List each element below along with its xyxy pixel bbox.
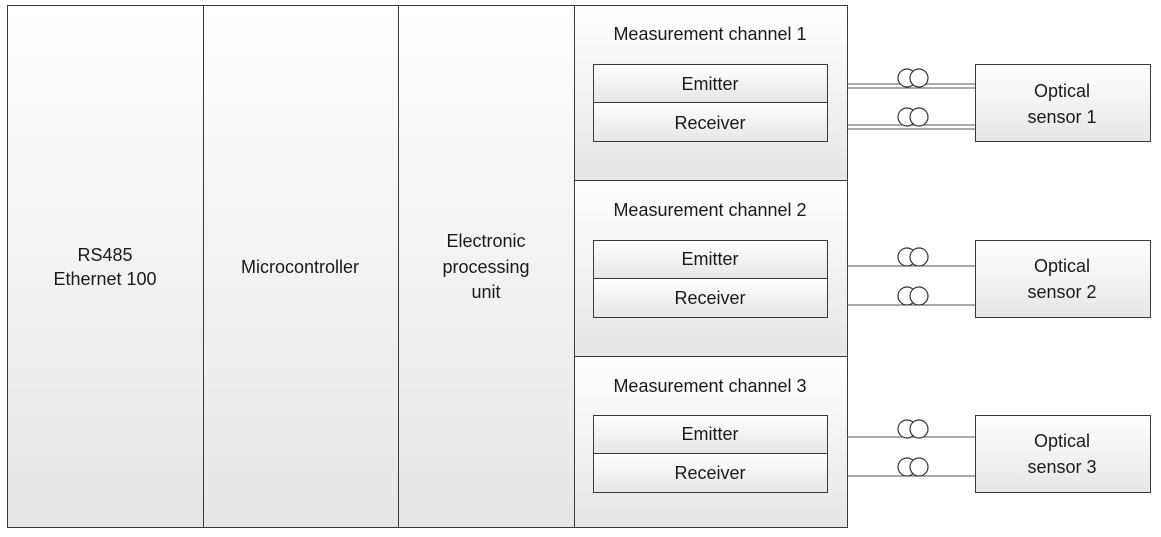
processing-label-line2: processing <box>442 257 529 277</box>
interface-label-line2: Ethernet 100 <box>53 269 156 289</box>
optical-sensor-3: Optical sensor 3 <box>975 415 1151 493</box>
sensor-3-label-line1: Optical <box>1034 431 1090 451</box>
microcontroller-block: Microcontroller <box>203 5 399 528</box>
channel-2-receiver-box <box>593 278 828 318</box>
channel-1-receiver-label: Receiver <box>674 113 745 133</box>
interface-block: RS485 Ethernet 100 <box>7 5 204 528</box>
optical-sensor-2: Optical sensor 2 <box>975 240 1151 318</box>
fiber-coil-icon <box>909 247 929 267</box>
channel-3-title: Measurement channel 3 <box>613 376 806 396</box>
microcontroller-label: Microcontroller <box>241 257 359 277</box>
fiber-coil-icon <box>909 457 929 477</box>
measurement-channel-3: Measurement channel 3 Emitter Receiver <box>574 356 848 528</box>
optical-sensor-1: Optical sensor 1 <box>975 64 1151 142</box>
fiber-coil-icon <box>909 419 929 439</box>
channel-1-title: Measurement channel 1 <box>613 24 806 44</box>
channel-1-emitter-box <box>593 64 828 103</box>
measurement-channel-2: Measurement channel 2 Emitter Receiver <box>574 180 848 357</box>
processing-label-line3: unit <box>471 282 500 302</box>
channel-3-receiver-box <box>593 453 828 493</box>
fiber-links-1 <box>847 68 975 130</box>
processing-unit-block: Electronic processing unit <box>398 5 575 528</box>
channel-2-receiver-label: Receiver <box>674 288 745 308</box>
sensor-1-label-line1: Optical <box>1034 81 1090 101</box>
channel-3-receiver-label: Receiver <box>674 463 745 483</box>
fiber-coil-icon <box>909 107 929 127</box>
channel-2-title: Measurement channel 2 <box>613 200 806 220</box>
sensor-2-label-line1: Optical <box>1034 256 1090 276</box>
measurement-channel-1: Measurement channel 1 Emitter Receiver <box>574 5 848 181</box>
sensor-3-label-line2: sensor 3 <box>1027 457 1096 477</box>
channel-1-emitter-label: Emitter <box>681 74 738 94</box>
interface-label-line1: RS485 <box>77 245 132 265</box>
fiber-coil-icon <box>909 68 929 88</box>
processing-label-line1: Electronic <box>446 231 525 251</box>
channel-3-emitter-box <box>593 415 828 454</box>
channel-2-emitter-label: Emitter <box>681 249 738 269</box>
sensor-1-label-line2: sensor 1 <box>1027 107 1096 127</box>
fiber-links-2 <box>847 247 975 306</box>
channel-1-receiver-box <box>593 102 828 142</box>
sensor-2-label-line2: sensor 2 <box>1027 282 1096 302</box>
channel-3-emitter-label: Emitter <box>681 424 738 444</box>
fiber-links-3 <box>847 419 975 477</box>
fiber-coil-icon <box>909 286 929 306</box>
